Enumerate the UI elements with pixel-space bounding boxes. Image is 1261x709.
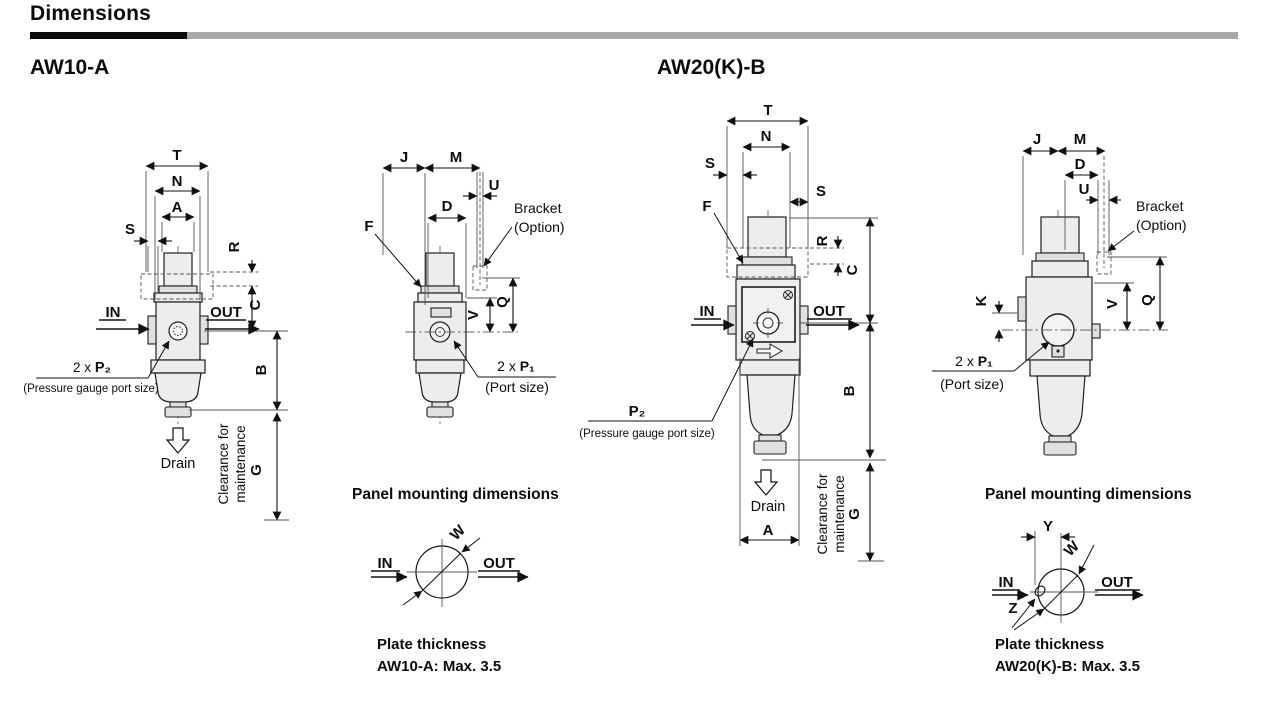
dim-label-r: R [814,235,831,246]
aw10-front-io-arrows [96,319,260,335]
aw20-side-view-drawing: J M D U K V Q Bracket (Option) 2 x P₁ (P… [932,131,1187,456]
dim-label-c: C [247,299,264,310]
aw20-front-drain-arrow [753,469,779,496]
aw20-panel-hole [1011,533,1098,631]
aw10-panel-mount-title: Panel mounting dimensions [352,486,559,503]
in-label: IN [999,574,1014,591]
dim-label-u: U [489,177,500,194]
dim-label-m: M [450,149,463,166]
aw10-side-view-drawing: J M U D F Q V Bracket (Option) 2 x P₁ (P… [364,149,565,424]
bracket-label: Bracket [1136,198,1184,214]
dim-label-a: A [172,199,183,216]
model-title-aw20: AW20(K)-B [657,56,766,79]
aw20-side-dimension-lines [932,146,1168,372]
dim-label-s-right: S [816,183,826,200]
clearance-text-line1: Clearance for [815,473,830,555]
title-underline [30,32,1238,39]
page-title: Dimensions [30,2,152,25]
bracket-label: Bracket [514,200,562,216]
dim-label-y: Y [1043,518,1053,535]
dim-label-v: V [1104,299,1121,309]
dim-label-v: V [465,310,482,320]
dim-label-r: R [226,241,243,252]
out-label: OUT [210,304,242,321]
dim-label-f: F [702,198,711,215]
dim-label-b: B [841,385,858,396]
bracket-sublabel: (Option) [1136,217,1187,233]
aw10-panel-io-arrows [371,570,529,583]
aw20-panel-io-arrows [992,589,1144,601]
aw20-front-device [726,210,809,455]
in-label: IN [106,304,121,321]
dim-label-n: N [172,173,183,190]
dim-label-j: J [400,149,408,166]
clearance-text-line2: maintenance [233,425,248,502]
aw10-plate-thickness-value: AW10-A: Max. 3.5 [377,658,502,675]
dim-label-d: D [1075,156,1086,173]
dim-label-z: Z [1008,600,1017,617]
dim-label-w: W [447,521,470,544]
gauge-port-sublabel: (Pressure gauge port size) [579,428,715,440]
dim-label-f: F [364,218,373,235]
aw20-plate-thickness: Plate thickness AW20(K)-B: Max. 3.5 [995,634,1140,678]
model-title-aw10: AW10-A [30,56,110,79]
aw20-side-device [1017,210,1101,456]
dim-label-g: G [846,508,863,520]
aw10-side-dimension-lines [374,163,556,378]
aw20-plate-thickness-label: Plate thickness [995,636,1105,653]
drain-label: Drain [751,499,786,515]
dim-label-n: N [761,128,772,145]
dim-label-q: Q [494,296,511,308]
dim-label-s-left: S [705,155,715,172]
out-label: OUT [813,303,845,320]
aw10-front-drain-arrow [165,427,191,454]
dim-label-d: D [442,198,453,215]
drain-label: Drain [161,456,196,472]
dim-label-b: B [253,364,270,375]
gauge-port-sublabel: (Pressure gauge port size) [23,383,159,395]
aw20-plate-thickness-value: AW20(K)-B: Max. 3.5 [995,658,1141,675]
dim-label-w: W [1061,537,1084,560]
dim-label-g: G [248,464,265,476]
out-label: OUT [1101,574,1133,591]
port-sublabel: (Port size) [485,379,549,395]
aw10-front-view-drawing: T N A S R C B G IN OUT 2 x P₂ (Pressure … [23,147,289,521]
dim-label-a: A [763,522,774,539]
aw10-front-dimension-lines [36,161,289,521]
gauge-port-label: P₂ [629,403,646,420]
clearance-text-line2: maintenance [832,475,847,552]
port-label: 2 x P₁ [497,358,535,374]
dim-label-m: M [1074,131,1087,148]
clearance-text-line1: Clearance for [216,423,231,505]
bracket-sublabel: (Option) [514,219,565,235]
aw20-front-io-arrows [691,318,860,331]
aw10-front-device [140,246,214,424]
dim-label-t: T [763,102,772,119]
aw20-panel-mount-diagram: Y W IN OUT Z [992,518,1144,631]
aw10-side-device [413,246,467,424]
aw10-plate-thickness-label: Plate thickness [377,636,487,653]
dim-label-k: K [973,295,990,306]
aw10-plate-thickness: Plate thickness AW10-A: Max. 3.5 [377,634,501,678]
title-underline-accent [30,32,187,39]
aw20-front-dimension-lines [588,116,886,562]
dim-label-q: Q [1139,294,1156,306]
port-label: 2 x P₁ [955,353,993,369]
port-sublabel: (Port size) [940,376,1004,392]
dim-label-j: J [1033,131,1041,148]
in-label: IN [700,303,715,320]
aw10-panel-hole [402,537,481,607]
aw20-front-view-drawing: T N S S F R C B G A IN OUT P₂ (Pressure … [579,102,886,562]
dim-label-s: S [125,221,135,238]
aw10-panel-mount-diagram: IN OUT W [371,521,529,607]
dim-label-c: C [844,264,861,275]
aw20-panel-y-dim [1021,531,1075,585]
aw20-panel-mount-title: Panel mounting dimensions [985,486,1192,503]
in-label: IN [378,555,393,572]
gauge-port-label: 2 x P₂ [73,360,111,376]
dim-label-u: U [1079,181,1090,198]
dim-label-t: T [172,147,181,164]
out-label: OUT [483,555,515,572]
